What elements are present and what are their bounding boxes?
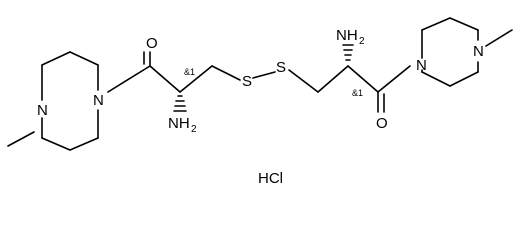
bond xyxy=(377,65,411,93)
bond xyxy=(449,71,479,87)
bond xyxy=(211,65,241,81)
bond xyxy=(149,65,181,93)
amine-right-label: NH xyxy=(336,27,358,44)
nitrogen-right-amide-label: N xyxy=(416,57,427,74)
bond xyxy=(421,17,451,31)
amine-left-subscript: 2 xyxy=(191,124,197,135)
amine-left-label: NH xyxy=(168,115,190,132)
bond xyxy=(41,51,71,66)
methyl-bond-right xyxy=(485,29,513,47)
oxygen-right-label: O xyxy=(376,115,388,132)
disulfide-bridge xyxy=(252,71,276,79)
molecule-diagram: O N N NH 2 &1 S S NH 2 &1 O N N HCl xyxy=(7,17,513,187)
nitrogen-left-methyl-label: N xyxy=(37,102,48,119)
right-piperazine-ring xyxy=(421,17,513,87)
stereo-label-left: &1 xyxy=(184,67,195,77)
bond xyxy=(41,137,71,151)
sulfur-left-label: S xyxy=(242,73,252,90)
bond xyxy=(107,65,151,93)
left-piperazine-ring xyxy=(7,51,99,151)
nitrogen-right-methyl-label: N xyxy=(473,43,484,60)
nitrogen-left-amide-label: N xyxy=(93,92,104,109)
oxygen-left-label: O xyxy=(146,35,158,52)
structure-svg: O N N NH 2 &1 S S NH 2 &1 O N N HCl xyxy=(7,17,513,187)
bond xyxy=(69,51,99,66)
amine-right-subscript: 2 xyxy=(359,36,365,47)
methyl-bond-left xyxy=(7,131,35,147)
left-chain xyxy=(107,51,241,112)
stereo-wedge-right xyxy=(342,44,354,61)
bond xyxy=(69,137,99,151)
sulfur-right-label: S xyxy=(276,59,286,76)
right-chain xyxy=(288,44,411,113)
salt-label: HCl xyxy=(258,170,283,187)
bond xyxy=(288,69,319,93)
bond xyxy=(421,71,451,87)
stereo-label-right: &1 xyxy=(352,88,363,98)
bond xyxy=(347,65,379,93)
bond xyxy=(317,65,349,93)
bond xyxy=(252,71,276,79)
stereo-wedge-left xyxy=(173,95,187,112)
bond xyxy=(449,17,479,31)
bond xyxy=(179,65,213,93)
